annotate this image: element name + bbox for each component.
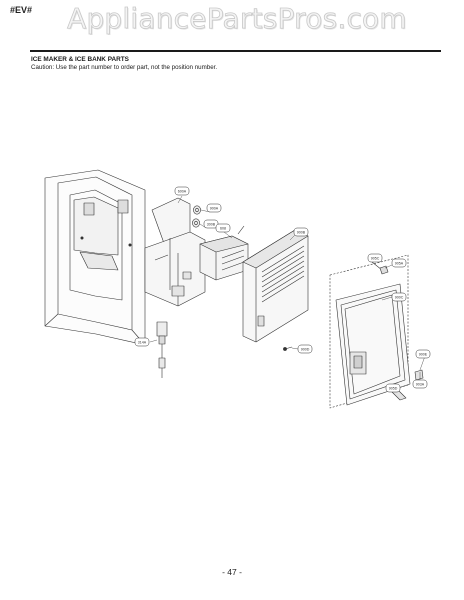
- svg-text:600A: 600A: [178, 190, 187, 194]
- callout-905a: 905A: [391, 258, 407, 268]
- svg-text:900E: 900E: [419, 353, 428, 357]
- ribbed-cover: [242, 229, 309, 343]
- callout-900a: 900A: [206, 203, 222, 213]
- document-code: #EV#: [10, 5, 33, 15]
- callout-900e: 900E: [415, 349, 431, 359]
- svg-text:314A: 314A: [138, 341, 147, 345]
- callout-905d: 905D: [385, 383, 401, 393]
- door-assembly: [44, 169, 146, 346]
- ice-maker-unit: [199, 225, 249, 281]
- callout-608: 608: [215, 223, 231, 233]
- page-number: - 47 -: [222, 567, 242, 577]
- callout-905c: 905C: [367, 253, 383, 263]
- svg-text:900D: 900D: [301, 348, 310, 352]
- auger-motor: [156, 321, 168, 378]
- svg-text:903A: 903A: [416, 383, 425, 387]
- svg-text:608: 608: [220, 227, 226, 231]
- callout-labels: 600A 900A 300B 608 900B 905A: [134, 186, 431, 393]
- callout-900c: 900C: [391, 292, 407, 302]
- callout-600a: 600A: [174, 186, 190, 196]
- svg-text:900C: 900C: [395, 296, 404, 300]
- caution-note: Caution: Use the part number to order pa…: [31, 64, 218, 71]
- small-parts: [283, 261, 424, 401]
- svg-text:900B: 900B: [297, 231, 306, 235]
- callout-903a: 903A: [412, 379, 428, 389]
- ice-bucket-housing: [144, 197, 206, 307]
- callout-314a: 314A: [134, 337, 150, 347]
- leader-lines: [149, 195, 426, 380]
- header-rule: [30, 50, 441, 52]
- washers: [192, 205, 201, 228]
- ice-door-frame: [329, 254, 411, 409]
- site-watermark: AppliancePartsPros.com: [67, 2, 407, 36]
- svg-text:300B: 300B: [207, 223, 216, 227]
- callout-900d: 900D: [297, 344, 313, 354]
- section-title: ICE MAKER & ICE BANK PARTS: [31, 56, 129, 63]
- svg-text:905D: 905D: [389, 387, 398, 391]
- svg-text:905A: 905A: [395, 262, 404, 266]
- svg-text:900A: 900A: [210, 207, 219, 211]
- callout-900b: 900B: [293, 227, 309, 237]
- svg-text:905C: 905C: [371, 257, 380, 261]
